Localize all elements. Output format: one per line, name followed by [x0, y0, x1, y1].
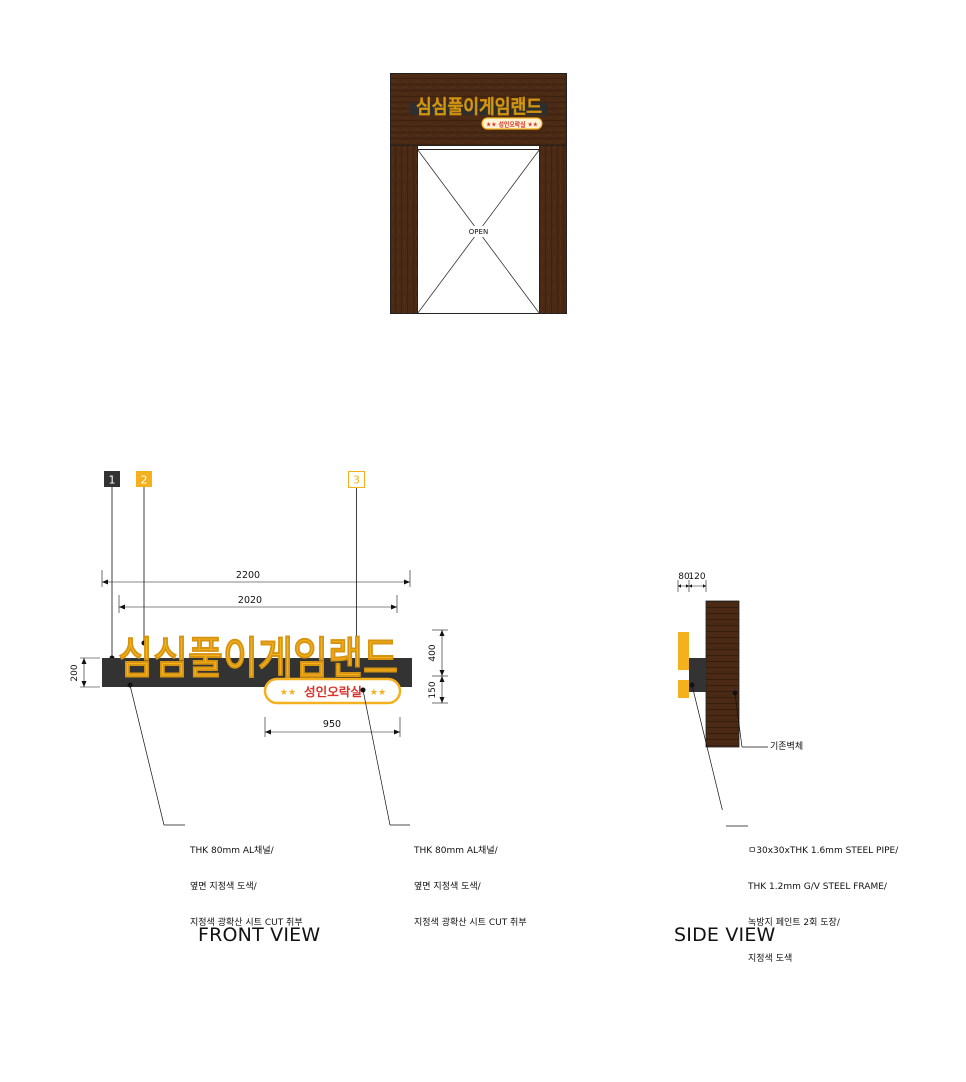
marker-1: 1	[109, 474, 116, 487]
front-view-drawing: 1 2 3 2200 2020 심심풀이게임랜드 ★★ 성인오락실	[60, 465, 540, 875]
marker-3: 3	[353, 474, 360, 487]
side-note-line-1: ㅁ30x30xTHK 1.6mm STEEL PIPE/	[748, 846, 899, 856]
front-note-right-line-2: 옆면 지정색 도색/	[414, 882, 481, 892]
storefront-left-pillar	[390, 145, 418, 314]
dim-box-height: 200	[70, 664, 80, 681]
sign-badge	[263, 677, 402, 705]
storefront-badge	[481, 117, 543, 130]
marker-1-box	[104, 471, 120, 487]
marker-2: 2	[141, 474, 148, 487]
side-view-svg: 80 120	[677, 572, 768, 826]
badge-stars-left: ★★	[280, 688, 296, 698]
badge-stars-right: ★★	[370, 688, 386, 698]
letter-profile-bottom	[678, 680, 689, 698]
existing-wall	[705, 600, 740, 748]
side-note-line-4: 지정색 도색	[748, 954, 793, 964]
dim-side-b: 120	[688, 572, 705, 582]
storefront-elevation: OPEN 심심풀이게임랜드 ★★ 성인오락실 ★★	[390, 73, 567, 314]
front-note-right-line-3: 지정색 광확산 시트 CUT 취부	[414, 918, 527, 928]
storefront-badge-text: ★★ 성인오락실 ★★	[486, 120, 538, 129]
dim-total-width: 2200	[236, 570, 260, 581]
side-note: ㅁ30x30xTHK 1.6mm STEEL PIPE/ THK 1.2mm G…	[748, 821, 898, 977]
wall-label: 기존벽체	[770, 742, 804, 752]
sign-brand-letters: 심심풀이게임랜드	[118, 633, 398, 684]
front-note-right-line-1: THK 80mm AL채널/	[414, 846, 498, 856]
front-note-left-line-3: 지정색 광확산 시트 CUT 취부	[190, 918, 303, 928]
side-view-title: SIDE VIEW	[674, 924, 776, 946]
badge-text: 성인오락실	[304, 684, 362, 699]
letter-profile-top	[678, 632, 689, 670]
front-note-left-line-2: 옆면 지정색 도색/	[190, 882, 257, 892]
front-view-svg: 1 2 3 2200 2020 심심풀이게임랜드 ★★ 성인오락실	[70, 471, 448, 826]
dim-text-height: 400	[428, 644, 438, 661]
storefront-sign-bar	[410, 103, 548, 115]
front-note-left-line-1: THK 80mm AL채널/	[190, 846, 274, 856]
front-note-right: THK 80mm AL채널/ 옆면 지정색 도색/ 지정색 광확산 시트 CUT…	[414, 821, 527, 941]
storefront-brand: 심심풀이게임랜드	[416, 96, 542, 118]
marker-3-box	[348, 471, 365, 488]
dim-badge-width: 950	[323, 719, 341, 730]
dim-badge-height: 150	[428, 681, 438, 698]
dim-side-a: 80	[678, 572, 690, 582]
side-note-line-2: THK 1.2mm G/V STEEL FRAME/	[748, 882, 887, 892]
front-note-left: THK 80mm AL채널/ 옆면 지정색 도색/ 지정색 광확산 시트 CUT…	[190, 821, 303, 941]
door-open-label: OPEN	[469, 228, 488, 236]
side-note-line-3: 녹방지 페인트 2회 도장/	[748, 918, 840, 928]
front-view-title: FRONT VIEW	[198, 924, 321, 946]
side-view-drawing: 80 120	[660, 560, 920, 826]
storefront-drawing: OPEN 심심풀이게임랜드 ★★ 성인오락실 ★★	[390, 73, 567, 314]
dim-text-width: 2020	[238, 595, 262, 606]
marker-2-box	[136, 471, 152, 487]
side-note-leader	[726, 825, 748, 827]
storefront-right-pillar	[539, 145, 567, 314]
